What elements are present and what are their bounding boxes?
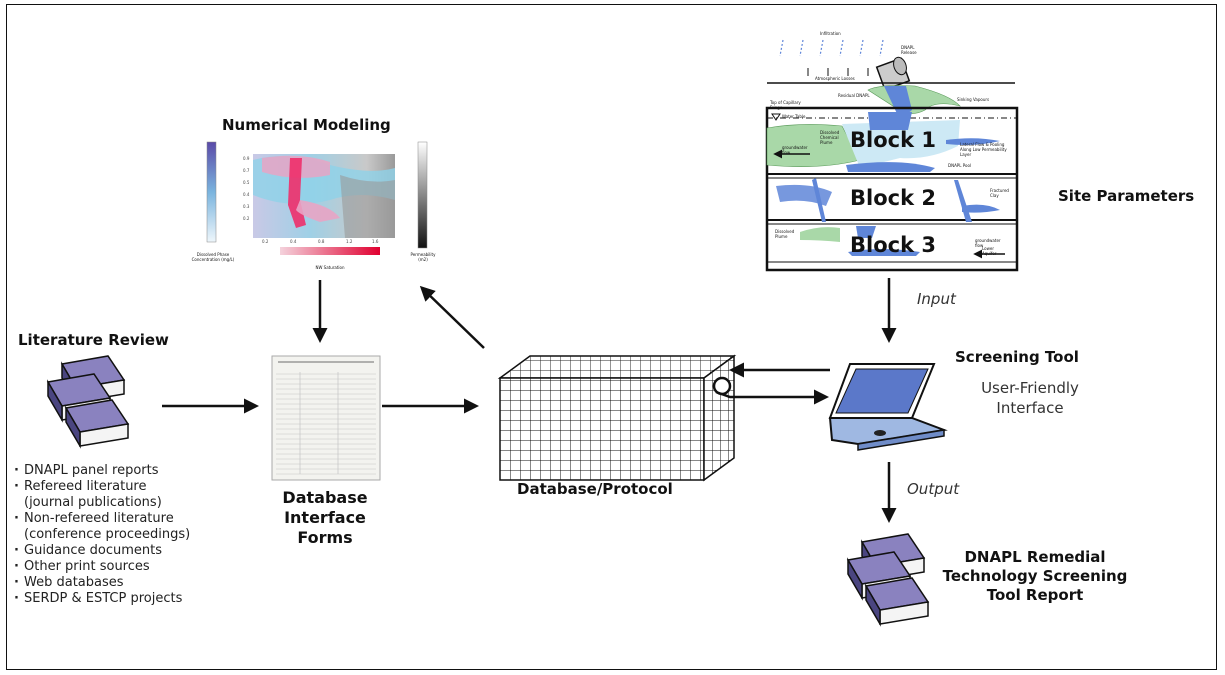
flow-arrows (162, 278, 897, 523)
dnapl-pool-label: DNAPL Pool (948, 163, 971, 168)
list-item: Non-refereed literature (conference proc… (14, 511, 244, 543)
svg-text:0.8: 0.8 (318, 239, 325, 244)
site-block-1-label: Block 1 (850, 128, 936, 152)
database-protocol-title: Database/Protocol (517, 480, 673, 498)
sinking-vapours-label: Sinking Vapours (957, 97, 990, 102)
database-form-document (271, 355, 381, 481)
database-cube-icon (497, 354, 737, 482)
output-label: Output (907, 480, 960, 498)
capillary-fringe-label: Top of Capillary Fringe (770, 100, 801, 110)
site-conceptual-model (765, 39, 1019, 272)
svg-text:0.2: 0.2 (243, 216, 250, 221)
list-item: Refereed literature (journal publication… (14, 479, 244, 511)
literature-sources-list: DNAPL panel reports Refereed literature … (14, 463, 244, 607)
dnapl-release-label: DNAPL Release (901, 45, 917, 55)
dnapl-drum-icon (875, 56, 911, 91)
list-item: Guidance documents (14, 543, 244, 559)
report-books-icon (846, 533, 930, 627)
svg-text:0.4: 0.4 (290, 239, 297, 244)
numerical-model-plot: 0.9 0.7 0.5 0.4 0.3 0.2 0.2 0.4 0.8 1.2 1.6 (206, 141, 428, 255)
numerical-modeling-title: Numerical Modeling (222, 116, 391, 134)
lower-aquifer-label: Lower Aquifer (982, 246, 997, 256)
infiltration-label: Infiltration (820, 31, 841, 36)
atmospheric-losses-label: Atmospheric Losses (815, 76, 855, 81)
residual-dnapl-label: Residual DNAPL (838, 93, 870, 98)
concentration-colorbar (206, 141, 217, 243)
arrow-database-to-tool (715, 389, 829, 405)
svg-text:0.7: 0.7 (243, 168, 250, 173)
literature-books-icon (46, 355, 130, 449)
svg-text:0.4: 0.4 (243, 192, 250, 197)
svg-text:1.6: 1.6 (372, 239, 379, 244)
svg-text:0.3: 0.3 (243, 204, 250, 209)
list-item: SERDP & ESTCP projects (14, 591, 244, 607)
site-profile-box (765, 106, 1019, 272)
list-item: Web databases (14, 575, 244, 591)
svg-text:0.2: 0.2 (262, 239, 269, 244)
database-forms-title: Database Interface Forms (282, 488, 368, 547)
saturation-colorbar (280, 247, 380, 255)
diagram-frame (6, 4, 1217, 670)
saturation-legend-label: NW Saturation (315, 265, 345, 270)
lateral-flow-label: Lateral Flow & Pooling Along Low Permeab… (960, 142, 1007, 157)
fractured-clay-label: Fractured Clay (990, 188, 1009, 198)
screening-tool-title: Screening Tool (955, 348, 1079, 366)
svg-text:0.9: 0.9 (243, 156, 250, 161)
arrow-database-to-model (419, 285, 485, 349)
site-block-2-label: Block 2 (850, 186, 936, 210)
svg-text:0.5: 0.5 (243, 180, 250, 185)
concentration-legend-label: Dissolved Phase Concentration (mg/L) (191, 252, 235, 262)
groundwater-flow-label: groundwater flow (782, 145, 808, 155)
site-parameters-title: Site Parameters (1058, 187, 1195, 205)
site-block-3-label: Block 3 (850, 233, 936, 257)
input-label: Input (917, 290, 956, 308)
user-friendly-label: User-Friendly Interface (981, 379, 1079, 417)
laptop-icon (828, 363, 948, 451)
dissolved-plume-label: Dissolved Plume (775, 229, 795, 239)
infiltration-icon (779, 39, 884, 57)
groundwater-flow-lower-label: groundwater flow (975, 238, 1001, 248)
water-table-label: Water Table (782, 114, 806, 119)
dissolved-chemical-plume-label: Dissolved Chemical Plume (820, 130, 840, 145)
permeability-legend-label: Permeability (m2) (410, 252, 436, 262)
svg-text:1.2: 1.2 (346, 239, 353, 244)
report-title: DNAPL Remedial Technology Screening Tool… (942, 548, 1128, 604)
list-item: Other print sources (14, 559, 244, 575)
list-item: DNAPL panel reports (14, 463, 244, 479)
permeability-colorbar (417, 141, 428, 249)
literature-review-title: Literature Review (18, 331, 169, 349)
